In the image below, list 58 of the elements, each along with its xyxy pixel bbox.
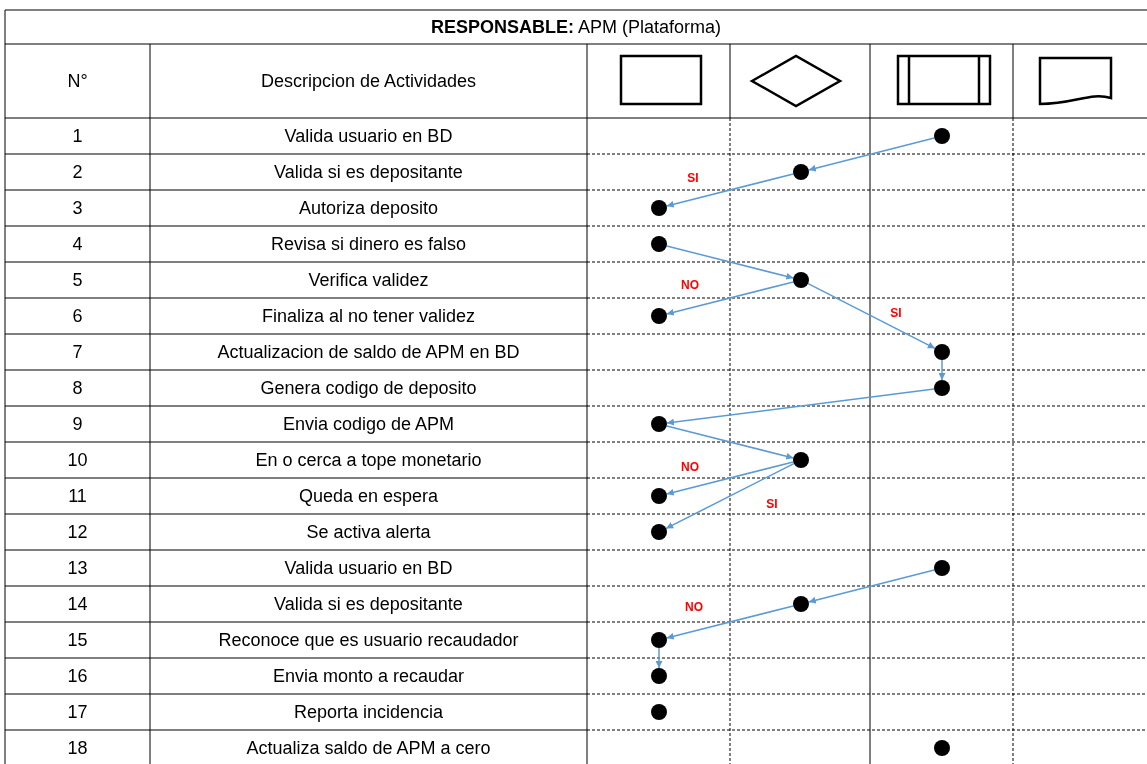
- activity-description: Queda en espera: [298, 484, 439, 508]
- row-number: 3: [72, 196, 83, 220]
- row-number: 1: [72, 124, 83, 148]
- row-number: 16: [67, 664, 88, 688]
- row-number: 8: [72, 376, 83, 400]
- activity-description: Envia monto a recaudar: [272, 664, 465, 688]
- row-number: 9: [72, 412, 83, 436]
- row-number: 17: [67, 700, 88, 724]
- row-number: 14: [67, 592, 88, 616]
- row-number: 18: [67, 736, 88, 760]
- edge-label: NO: [680, 278, 700, 292]
- column-header: Descripcion de Actividades: [260, 69, 477, 93]
- arrow: [666, 461, 794, 496]
- activity-description: Verifica validez: [308, 268, 429, 292]
- edge-label: SI: [889, 306, 903, 320]
- arrow: [666, 173, 794, 208]
- activity-description: Actualiza saldo de APM a cero: [246, 736, 491, 760]
- row-number: 13: [67, 556, 88, 580]
- activity-description: Actualizacion de saldo de APM en BD: [217, 340, 520, 364]
- activity-description: Envia codigo de APM: [282, 412, 455, 436]
- activity-description: Valida usuario en BD: [284, 124, 453, 148]
- arrow: [666, 605, 794, 640]
- arrow: [938, 359, 946, 381]
- arrow: [665, 462, 795, 530]
- row-number: 12: [67, 520, 88, 544]
- table-title: RESPONSABLE: APM (Plataforma): [430, 15, 722, 39]
- arrow: [666, 425, 794, 460]
- arrow: [807, 282, 936, 350]
- row-number: 15: [67, 628, 88, 652]
- arrow: [666, 388, 935, 426]
- row-number: 2: [72, 160, 83, 184]
- arrow: [655, 647, 663, 669]
- arrow: [666, 245, 794, 280]
- row-number: 6: [72, 304, 83, 328]
- activity-description: Valida si es depositante: [274, 160, 463, 184]
- activity-description: Reconoce que es usuario recaudador: [218, 628, 519, 652]
- activity-description: Autoriza deposito: [298, 196, 439, 220]
- row-number: 7: [72, 340, 83, 364]
- row-number: 10: [67, 448, 88, 472]
- activity-description: En o cerca a tope monetario: [255, 448, 482, 472]
- arrow: [808, 569, 935, 604]
- activity-description: Reporta incidencia: [293, 700, 444, 724]
- row-number: 4: [72, 232, 83, 256]
- edge-label: SI: [765, 497, 779, 511]
- column-header: N°: [67, 69, 88, 93]
- row-number: 5: [72, 268, 83, 292]
- activity-description: Revisa si dinero es falso: [270, 232, 467, 256]
- edge-label: NO: [680, 460, 700, 474]
- activity-description: Genera codigo de deposito: [260, 376, 477, 400]
- activity-description: Finaliza al no tener validez: [261, 304, 476, 328]
- row-number: 11: [68, 484, 87, 508]
- activity-description: Valida si es depositante: [274, 592, 463, 616]
- arrow: [666, 281, 794, 316]
- activity-description: Se activa alerta: [306, 520, 431, 544]
- edge-label: NO: [684, 600, 704, 614]
- activity-description: Valida usuario en BD: [284, 556, 453, 580]
- arrow: [808, 137, 935, 172]
- edge-label: SI: [686, 171, 700, 185]
